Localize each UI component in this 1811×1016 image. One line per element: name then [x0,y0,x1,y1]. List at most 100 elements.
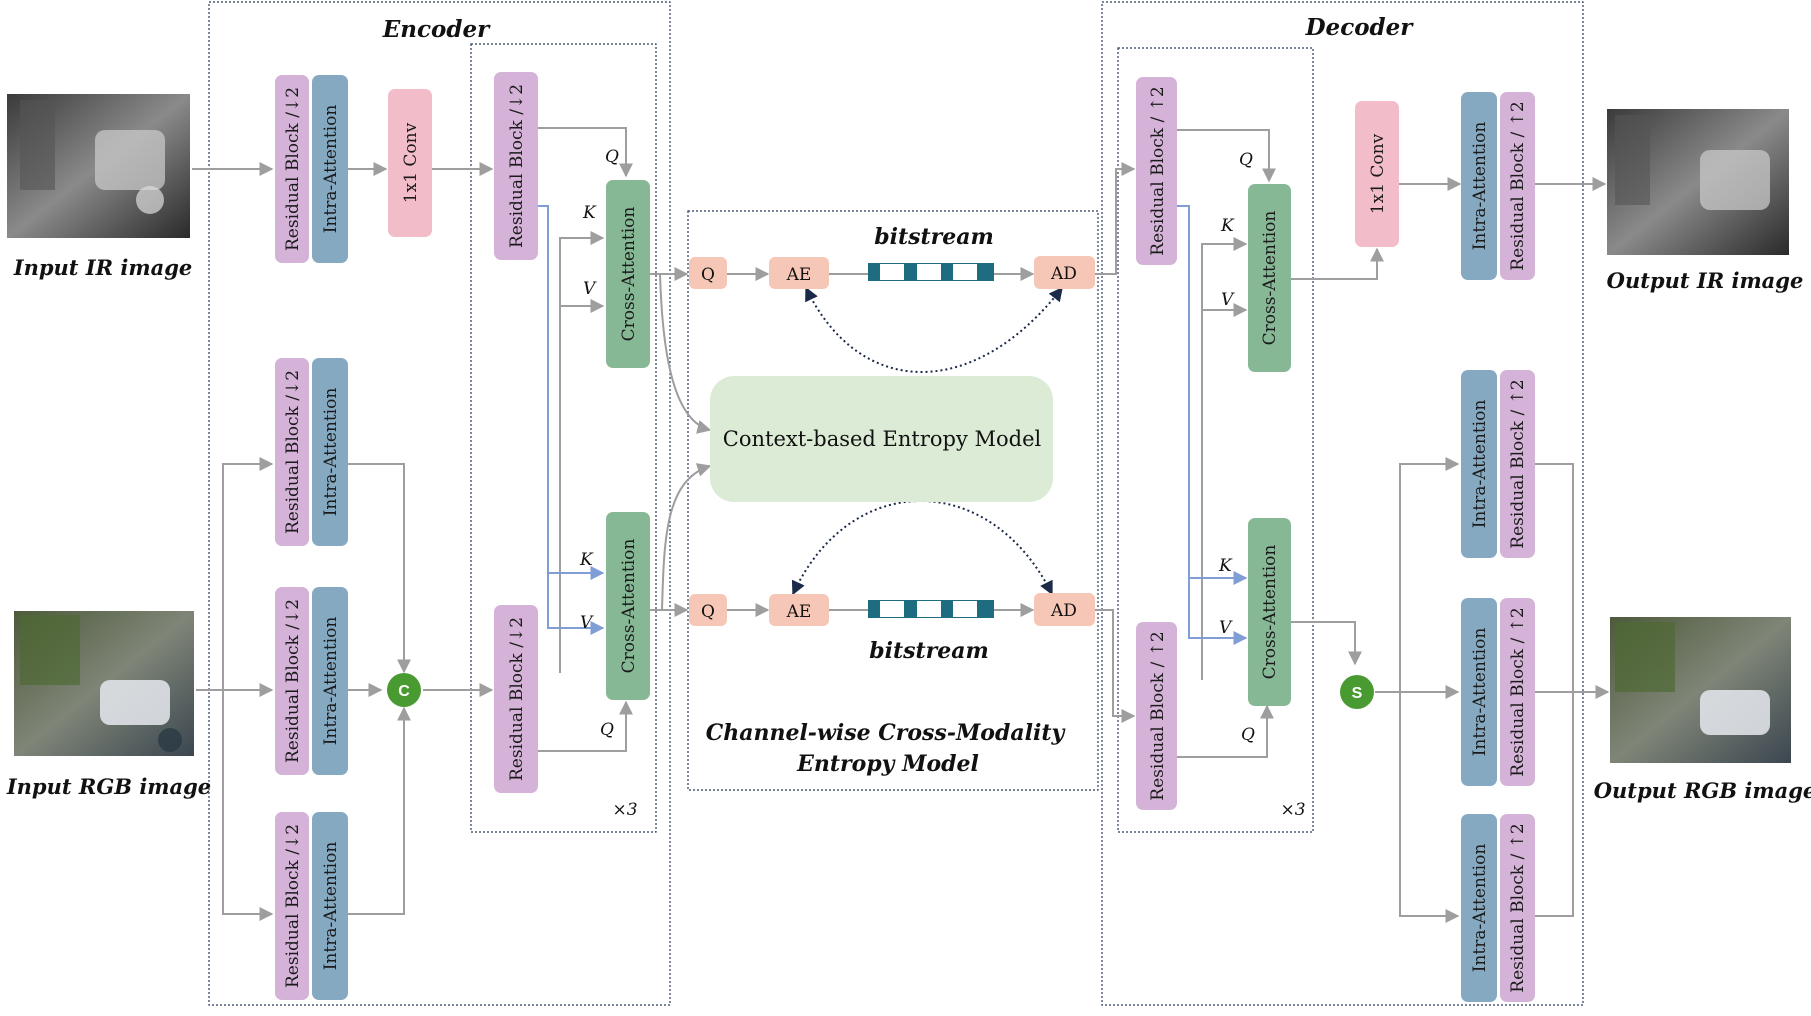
dec-rgb-intra-attention-mid: Intra-Attention [1461,598,1497,786]
dec-ir-to-rgb-v-arrow [1188,578,1248,645]
decoder-repeat-frame [1117,47,1314,833]
svg-text:Residual Block / ↑2: Residual Block / ↑2 [1508,101,1528,270]
dec-rgb-residual-block: Residual Block / ↑2 [1136,622,1177,810]
rgb-branch-top-arrow [222,457,274,690]
top-context-link [805,286,1063,373]
dec-rgb-top-merge [1535,463,1574,917]
svg-text:1x1 Conv: 1x1 Conv [1368,133,1388,214]
rgb-branch-bottom-arrow [222,690,274,921]
rgb-v-label: V [580,613,594,633]
ir-res-q-arrow [538,127,633,178]
ir-conv-block: 1x1 Conv [388,89,432,237]
dec-ir-to-rgb-k-arrow [1177,205,1248,585]
svg-text:C: C [398,683,410,700]
dec-ir-cross-attention: Cross-Attention [1248,184,1291,372]
input-ir-image [7,94,190,238]
dec-ir-conv-block: 1x1 Conv [1355,101,1399,247]
svg-text:1x1 Conv: 1x1 Conv [401,122,421,203]
rgb-cross-attention: Cross-Attention [606,512,650,700]
rgb-intra-attention-mid: Intra-Attention [312,587,348,775]
encoder-blocks: Residual Block /↓2 Intra-Attention 1x1 C… [275,72,650,1000]
ir-k-label: K [582,203,597,223]
svg-text:Intra-Attention: Intra-Attention [1470,628,1490,757]
decoder-frame [1101,1,1584,1006]
encoder-title: Encoder [382,16,491,43]
svg-text:S: S [1352,685,1363,702]
dec-k-arrow [1201,237,1248,680]
top-bitstream [868,263,994,281]
svg-text:Residual Block /↓2: Residual Block /↓2 [283,370,303,534]
svg-text:Intra-Attention: Intra-Attention [321,105,341,234]
frames [208,1,1584,1006]
top-ad-to-dec-res-arrow [1095,162,1136,275]
svg-text:Residual Block /↓2: Residual Block /↓2 [283,599,303,763]
dec-res-q-arrow [1177,129,1276,183]
svg-text:Intra-Attention: Intra-Attention [1470,844,1490,973]
cross-modal-connections [538,205,1248,645]
svg-text:Residual Block /↓2: Residual Block /↓2 [283,87,303,251]
ir-intra-attention: Intra-Attention [312,75,348,263]
ir-to-rgb-k-arrow [538,205,605,580]
rgb-to-context-arrow [661,463,712,611]
rgb-intra-attention-bot: Intra-Attention [312,812,348,1000]
split-node: S [1340,675,1374,709]
svg-text:Intra-Attention: Intra-Attention [321,842,341,971]
top-quantizer: Q [689,257,727,289]
output-ir-image [1607,109,1789,255]
input-rgb-image [14,611,194,756]
decoder-repeat-label: ×3 [1280,800,1305,820]
svg-text:Intra-Attention: Intra-Attention [1470,400,1490,529]
bottom-bitstream-label: bitstream [869,638,989,664]
bottom-quantizer: Q [689,594,727,626]
svg-text:AD: AD [1050,264,1077,284]
rgb-intra-attention-top: Intra-Attention [312,358,348,546]
top-arithmetic-encoder: AE [769,257,829,289]
entropy-model-title-line1: Channel-wise Cross-Modality [706,720,1067,746]
svg-text:Residual Block / ↑2: Residual Block / ↑2 [1508,379,1528,548]
svg-text:AE: AE [786,265,812,285]
rgb-residual-block-top: Residual Block /↓2 [275,358,309,546]
context-entropy-model: Context-based Entropy Model [710,376,1053,502]
split-to-bot-arrow [1399,692,1460,923]
svg-text:Context-based Entropy Model: Context-based Entropy Model [723,427,1042,451]
connections [192,127,1610,923]
top-arithmetic-decoder: AD [1034,256,1095,289]
dec-rgb-residual-up-top: Residual Block / ↑2 [1500,370,1535,558]
dec-ir-intra-attention: Intra-Attention [1461,92,1497,280]
dec-ir-q-label: Q [1239,150,1253,170]
entropy-model-title-line2: Entropy Model [796,751,979,777]
dec-rgb-residual-up-bot: Residual Block / ↑2 [1500,814,1535,1002]
svg-text:Intra-Attention: Intra-Attention [321,617,341,746]
dec-rgb-intra-attention-bot: Intra-Attention [1461,814,1497,1002]
split-to-top-arrow [1399,457,1460,692]
dec-rgb-v-label: V [1219,618,1233,638]
svg-text:Cross-Attention: Cross-Attention [619,207,639,342]
ir-cross-attention: Cross-Attention [606,180,650,368]
bot-ad-to-dec-res-arrow [1095,609,1136,723]
dec-cross-to-conv-arrow [1291,247,1384,280]
ir-to-context-arrow [659,273,712,434]
rgb-residual-block-mid: Residual Block /↓2 [275,587,309,775]
svg-text:Intra-Attention: Intra-Attention [1470,122,1490,251]
ir-to-rgb-v-arrow [547,573,605,635]
dec-rgb-res-q-arrow [1177,704,1274,758]
svg-text:Residual Block / ↑2: Residual Block / ↑2 [1148,86,1168,255]
rgb-residual-block-2: Residual Block /↓2 [494,605,538,793]
bottom-context-link [791,500,1053,596]
input-ir-label: Input IR image [13,255,193,280]
svg-text:Cross-Attention: Cross-Attention [619,539,639,674]
svg-text:Residual Block / ↑2: Residual Block / ↑2 [1148,631,1168,800]
ir-residual-block: Residual Block /↓2 [275,75,309,263]
dec-rgb-k-label: K [1218,556,1233,576]
dec-ir-k-label: K [1220,216,1235,236]
dec-ir-v-label: V [1221,290,1235,310]
entropy-model-frame [687,210,1099,791]
dec-ir-residual-block: Residual Block / ↑2 [1136,77,1177,265]
output-rgb-label: Output RGB image [1594,778,1811,803]
rgb-k-label: K [579,550,594,570]
dec-ir-residual-up: Residual Block / ↑2 [1500,92,1535,280]
rgb-bot-to-concat-arrow [347,706,411,915]
output-rgb-image [1610,617,1791,763]
input-rgb-label: Input RGB image [6,774,211,799]
